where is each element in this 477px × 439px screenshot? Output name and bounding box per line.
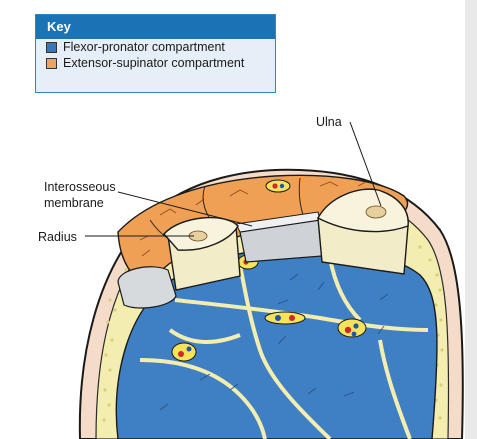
radius-adjacent-cylinder bbox=[117, 266, 177, 309]
key-title: Key bbox=[36, 15, 275, 39]
radius-label: Radius bbox=[38, 230, 77, 244]
interosseous-leader-line bbox=[117, 191, 253, 227]
neurovascular-bundle-ulnar bbox=[337, 318, 367, 338]
ulna-cut-surface bbox=[317, 188, 409, 233]
key-item-flexor-label: Flexor-pronator compartment bbox=[63, 40, 225, 54]
ulna-label: Ulna bbox=[316, 115, 342, 129]
neurovascular-bundle-radial bbox=[171, 342, 197, 362]
interosseous-label-line2: membrane bbox=[44, 196, 104, 210]
intermuscular-septa bbox=[139, 257, 429, 439]
neurovascular-bundle-central bbox=[264, 311, 306, 325]
page-edge-strip bbox=[465, 0, 477, 439]
ulna-leader-line bbox=[349, 121, 382, 207]
interosseous-label-line1: Interosseous bbox=[44, 180, 116, 194]
ulna-marrow-cavity bbox=[365, 205, 387, 219]
key-item-extensor: Extensor-supinator compartment bbox=[46, 55, 275, 71]
key-item-flexor: Flexor-pronator compartment bbox=[46, 39, 275, 55]
key-legend: Key Flexor-pronator compartment Extensor… bbox=[35, 14, 276, 93]
flexor-swatch bbox=[46, 41, 57, 53]
extensor-swatch bbox=[46, 57, 57, 69]
flexor-muscle-texture bbox=[159, 273, 389, 411]
neurovascular-bundle-dorsal bbox=[265, 179, 291, 193]
key-item-extensor-label: Extensor-supinator compartment bbox=[63, 56, 245, 70]
